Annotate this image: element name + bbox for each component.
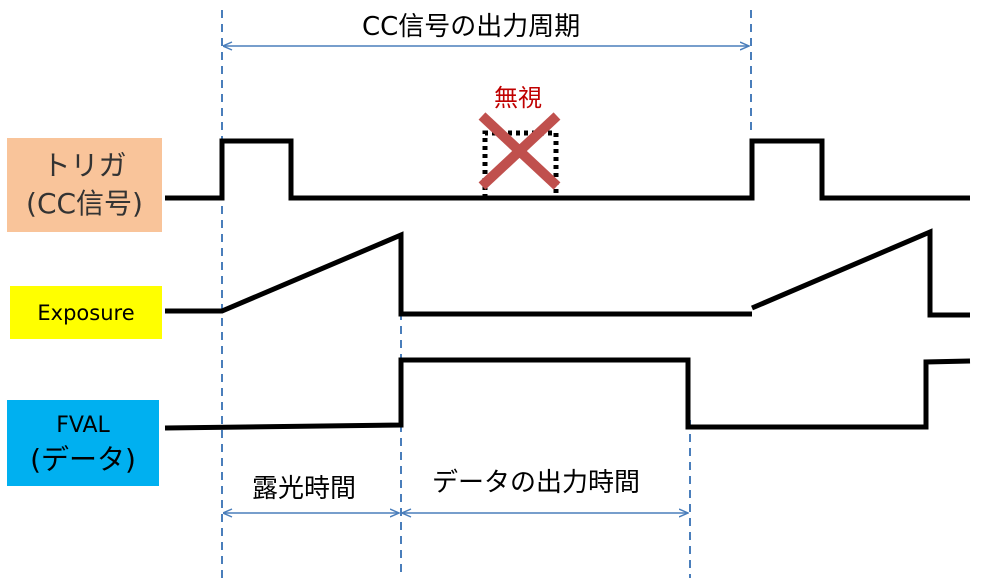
- guide-lines: [221, 10, 752, 578]
- period-title: CC信号の出力周期: [362, 12, 581, 42]
- exposure-waveform-2: [751, 228, 970, 318]
- fval-label-line2: (データ): [30, 443, 136, 476]
- exposure-label-box: Exposure: [10, 286, 162, 339]
- trigger-label-box: トリガ (CC信号): [7, 138, 162, 232]
- data-output-time-label: データの出力時間: [432, 468, 641, 498]
- fval-label-line1: FVAL: [56, 413, 110, 438]
- trigger-label-line1: トリガ: [42, 149, 127, 182]
- trigger-waveform: [165, 138, 970, 201]
- span-arrows: [224, 46, 749, 513]
- ignore-cross-icon: [478, 112, 561, 190]
- exposure-label: Exposure: [37, 300, 135, 325]
- exposure-time-label: 露光時間: [252, 474, 357, 504]
- ignored-pulse-outline: [482, 130, 559, 198]
- exposure-waveform-1: [165, 231, 752, 317]
- trigger-label-line2: (CC信号): [26, 187, 143, 220]
- ignored-pulse: [478, 112, 561, 198]
- fval-label-box: FVAL (データ): [7, 400, 159, 486]
- fval-waveform: [164, 357, 971, 431]
- ignore-label: 無視: [494, 84, 542, 112]
